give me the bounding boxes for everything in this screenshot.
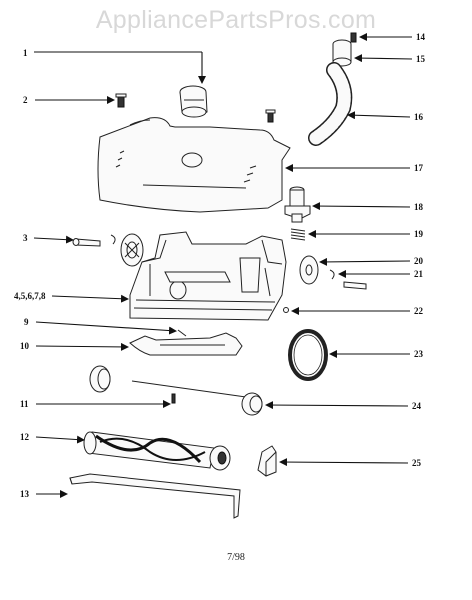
clip-left <box>110 234 116 245</box>
part-11-screw <box>171 393 176 404</box>
part-18-adapter <box>284 186 311 223</box>
brush-rod <box>131 380 254 399</box>
callout-25: 25 <box>412 458 422 468</box>
leader-lines <box>33 33 413 498</box>
callout-22: 22 <box>414 306 424 316</box>
part-1-hose-connector <box>179 85 208 118</box>
end-cap-left <box>89 365 111 393</box>
callout-20: 20 <box>414 256 424 266</box>
callout-2: 2 <box>23 95 28 105</box>
callout-10: 10 <box>20 341 30 351</box>
part-9-pin <box>177 329 187 337</box>
footer-date-code: 7/98 <box>227 552 245 563</box>
part-13-bumper <box>69 473 241 519</box>
part-19-spring <box>290 228 306 241</box>
part-21-clip <box>329 269 335 280</box>
callout-17: 17 <box>414 163 424 173</box>
callout-21: 21 <box>414 269 424 279</box>
callout-labels: 1 2 3 4,5,6,7,8 9 10 11 12 13 14 15 16 1… <box>14 32 426 499</box>
callout-14: 14 <box>416 32 426 42</box>
part-23-belt <box>288 329 328 381</box>
callout-16: 16 <box>414 112 424 122</box>
callout-15: 15 <box>416 54 426 64</box>
part-20-wheel <box>299 255 319 285</box>
part-25-bracket <box>257 445 277 477</box>
part-24-end-cap <box>241 392 263 416</box>
part-3-axle-pin <box>72 238 101 247</box>
part-16-hose <box>308 62 353 146</box>
part-12-brush-roll <box>83 431 231 471</box>
callout-23: 23 <box>414 349 424 359</box>
part-14-screw <box>350 32 357 43</box>
part-21-axle <box>343 281 367 290</box>
part-22-washer <box>283 307 289 313</box>
callout-11: 11 <box>20 399 29 409</box>
part-15-hose-cuff <box>332 39 352 67</box>
part-4-8-base-assembly <box>129 231 287 321</box>
callout-24: 24 <box>412 401 422 411</box>
part-2-screw-b <box>265 109 276 123</box>
wheel-left <box>120 233 144 267</box>
part-10-bottom-plate <box>129 332 243 356</box>
callout-13: 13 <box>20 489 30 499</box>
callout-4-8: 4,5,6,7,8 <box>14 291 46 301</box>
part-2-screw <box>115 93 127 108</box>
callout-18: 18 <box>414 202 424 212</box>
callout-3: 3 <box>23 233 28 243</box>
callout-12: 12 <box>20 432 30 442</box>
callout-19: 19 <box>414 229 424 239</box>
callout-1: 1 <box>23 48 28 58</box>
part-17-hood-cover <box>97 117 291 213</box>
watermark-text: AppliancePartsPros.com <box>95 6 377 34</box>
callout-9: 9 <box>24 317 29 327</box>
